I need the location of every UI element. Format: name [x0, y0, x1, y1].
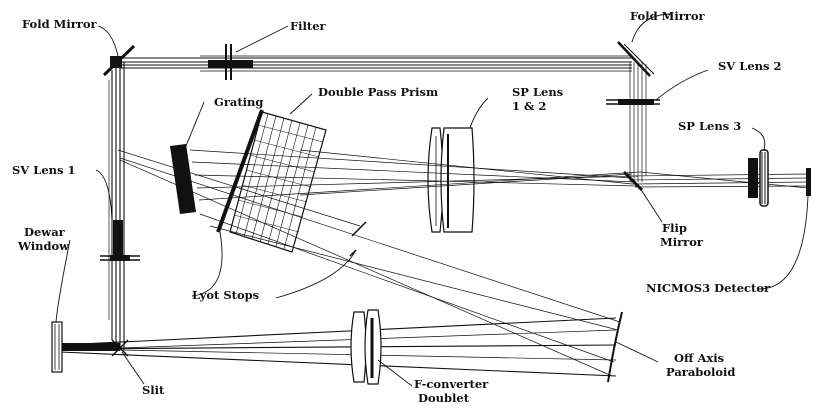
horizontal-beam-bottom [59, 317, 617, 377]
label-sv-lens-1: SV Lens 1 [12, 163, 75, 177]
lyot-stops [349, 221, 367, 257]
horizontal-beam-top [115, 55, 632, 72]
label-sp-lens-1-2-line1: SP Lens [512, 85, 563, 99]
label-fold-mirror-left: Fold Mirror [22, 17, 98, 31]
f-converter-doublet [350, 309, 382, 385]
vertical-beam-left [108, 62, 125, 350]
label-f-converter-line2: Doublet [418, 391, 470, 405]
fold-mirror-right [617, 41, 655, 77]
label-sp-lens-1-2-line2: 1 & 2 [512, 99, 546, 113]
label-sv-lens-2: SV Lens 2 [718, 59, 781, 73]
fold-mirror-left [102, 44, 136, 77]
spectrograph-rays [189, 149, 641, 201]
sp-lens-3 [748, 149, 769, 207]
label-fold-mirror-right: Fold Mirror [630, 9, 706, 23]
label-off-axis-line2: Paraboloid [666, 365, 735, 379]
sv-lens-2 [606, 99, 660, 105]
collimator-rays [117, 149, 621, 377]
slit [111, 339, 129, 357]
sp-lens-1-2 [427, 127, 475, 233]
beam-to-detector [629, 171, 809, 189]
label-sp-lens-3: SP Lens 3 [678, 119, 741, 133]
nicmos3-detector [806, 168, 811, 196]
label-flip-mirror-line1: Flip [662, 221, 687, 235]
label-double-pass-prism: Double Pass Prism [318, 85, 438, 99]
sv-lens-1 [100, 220, 140, 261]
label-grating: Grating [214, 95, 263, 109]
label-dewar-window-line2: Window [17, 239, 70, 253]
label-flip-mirror-line2: Mirror [660, 235, 704, 249]
off-axis-paraboloid [607, 311, 623, 383]
label-slit: Slit [142, 383, 165, 397]
dewar-window [51, 321, 120, 373]
filter [208, 44, 253, 80]
label-off-axis-line1: Off Axis [674, 351, 724, 365]
label-nicmos3-detector: NICMOS3 Detector [646, 281, 771, 295]
label-lyot-stops: Lyot Stops [192, 288, 259, 302]
double-pass-prism [216, 109, 327, 253]
label-filter: Filter [290, 19, 327, 33]
label-dewar-window-line1: Dewar [24, 225, 66, 239]
label-f-converter-line1: F-converter [414, 377, 489, 391]
leader-lines [55, 13, 809, 387]
vertical-beam-right [629, 62, 647, 182]
